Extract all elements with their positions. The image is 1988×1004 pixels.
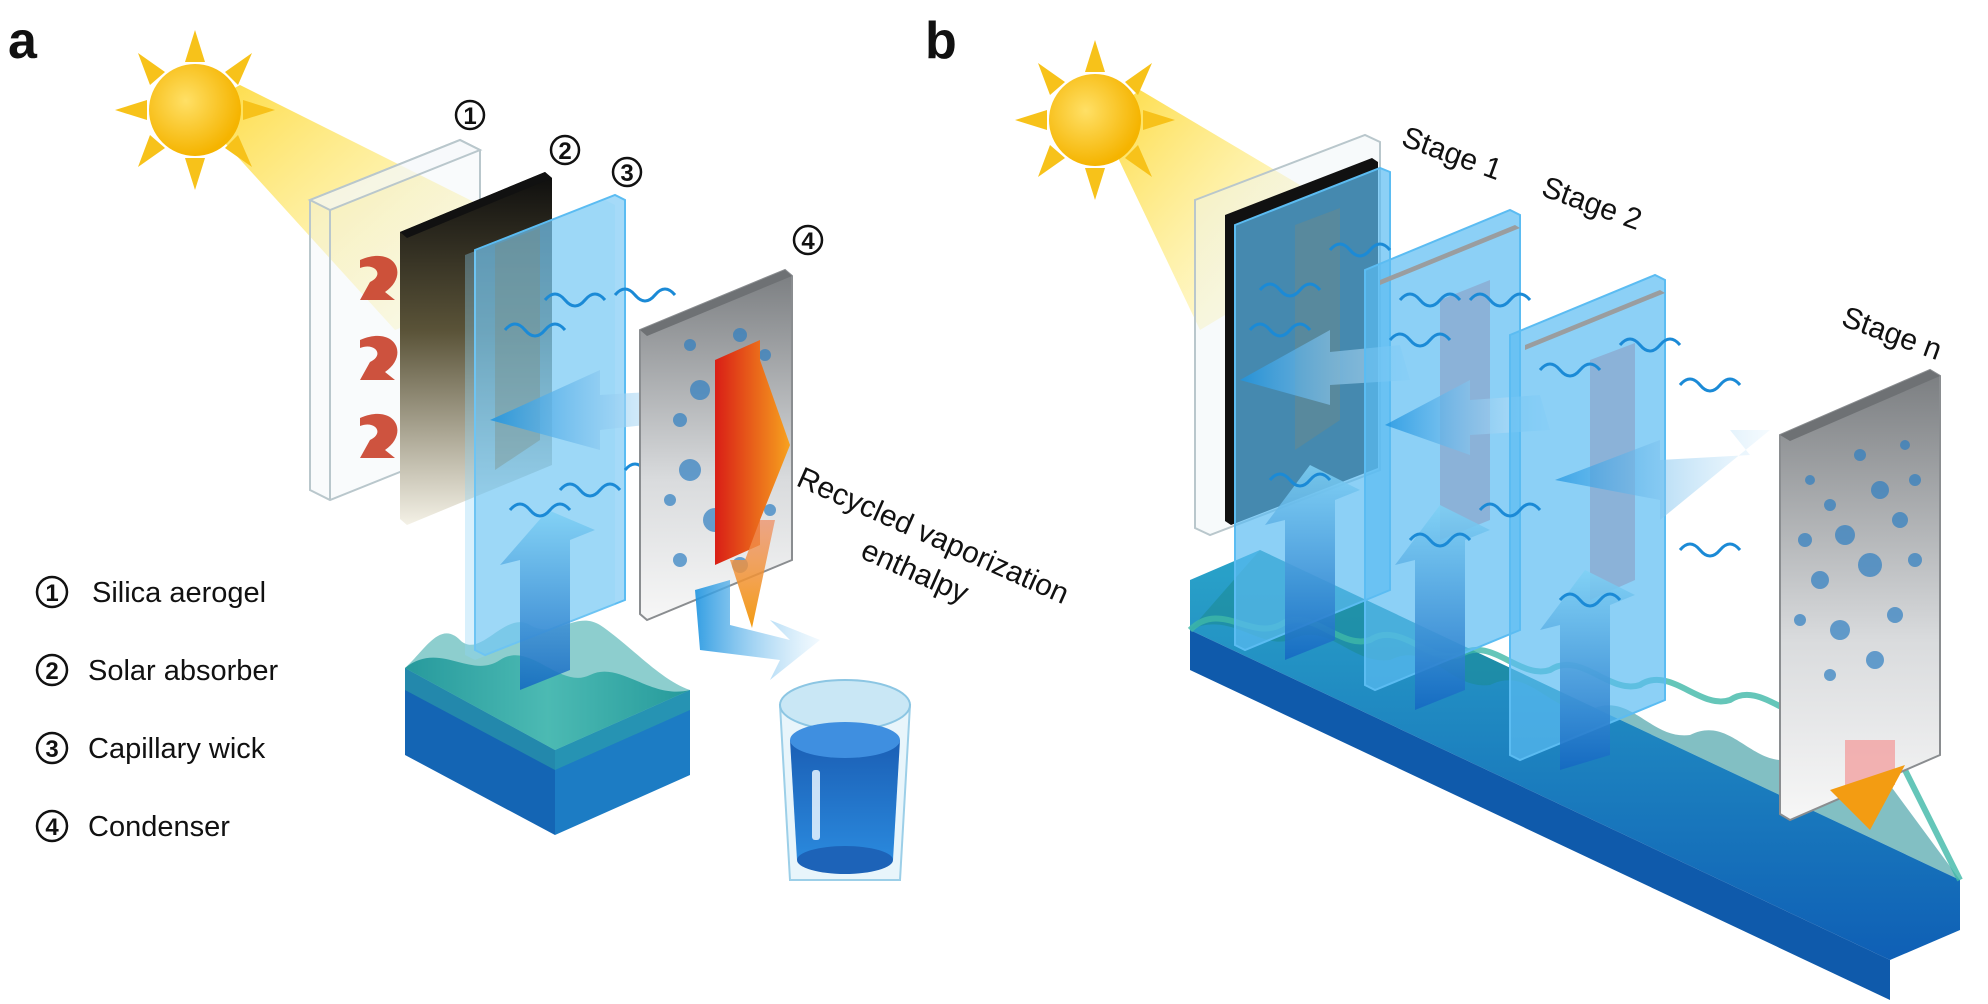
legend-item-4: 4 Condenser <box>35 809 230 843</box>
recycled-enthalpy-label: Recycled vaporization enthalpy <box>792 461 1074 611</box>
water-reservoir-a <box>405 620 690 835</box>
svg-text:3: 3 <box>620 160 633 187</box>
svg-text:4: 4 <box>45 814 59 841</box>
svg-text:Silica aerogel: Silica aerogel <box>92 577 266 609</box>
recycled-heat-arrow <box>715 340 790 628</box>
svg-text:Capillary wick: Capillary wick <box>88 733 266 765</box>
sun-icon <box>115 30 275 190</box>
vapor-waves-b <box>1248 242 1742 608</box>
panel-b-letter: b <box>925 12 957 70</box>
legend-item-2: 2 Solar absorber <box>35 653 279 687</box>
stage-3-unit <box>1509 273 1770 770</box>
svg-text:4: 4 <box>801 228 815 255</box>
condensate-flow-arrow <box>695 580 820 680</box>
vapor-arrow-a <box>490 370 690 450</box>
heat-trap-arrows <box>360 255 398 458</box>
panel-b: b <box>925 12 1963 1000</box>
water-cup-icon <box>778 679 912 881</box>
panel-a: a <box>8 12 1074 881</box>
legend: 1 Silica aerogel 2 Solar absorber 3 Capi… <box>35 575 279 843</box>
stage-n-condenser <box>1779 368 1941 830</box>
layer-number-2: 2 <box>549 134 581 166</box>
svg-text:3: 3 <box>45 736 58 763</box>
svg-text:Solar absorber: Solar absorber <box>88 655 279 687</box>
stage-1-unit <box>1194 133 1410 660</box>
sun-icon-b <box>1015 40 1175 200</box>
water-uptake-arrow <box>500 510 595 690</box>
layer-number-3: 3 <box>611 156 643 188</box>
stage-2-label: Stage 2 <box>1538 171 1646 237</box>
legend-item-1: 1 Silica aerogel <box>35 575 266 609</box>
vapor-waves-a <box>503 287 687 518</box>
svg-text:2: 2 <box>45 658 58 685</box>
panel-a-letter: a <box>8 12 38 70</box>
svg-text:1: 1 <box>463 103 476 130</box>
svg-text:Condenser: Condenser <box>88 811 230 843</box>
stage-1-label: Stage 1 <box>1398 121 1506 187</box>
svg-text:2: 2 <box>558 138 571 165</box>
svg-text:1: 1 <box>45 580 58 607</box>
stage-n-label: Stage n <box>1838 301 1946 367</box>
layer-number-1: 1 <box>454 99 486 131</box>
legend-item-3: 3 Capillary wick <box>35 731 266 765</box>
stage-2-unit <box>1364 208 1550 710</box>
layer-number-4: 4 <box>792 224 824 256</box>
